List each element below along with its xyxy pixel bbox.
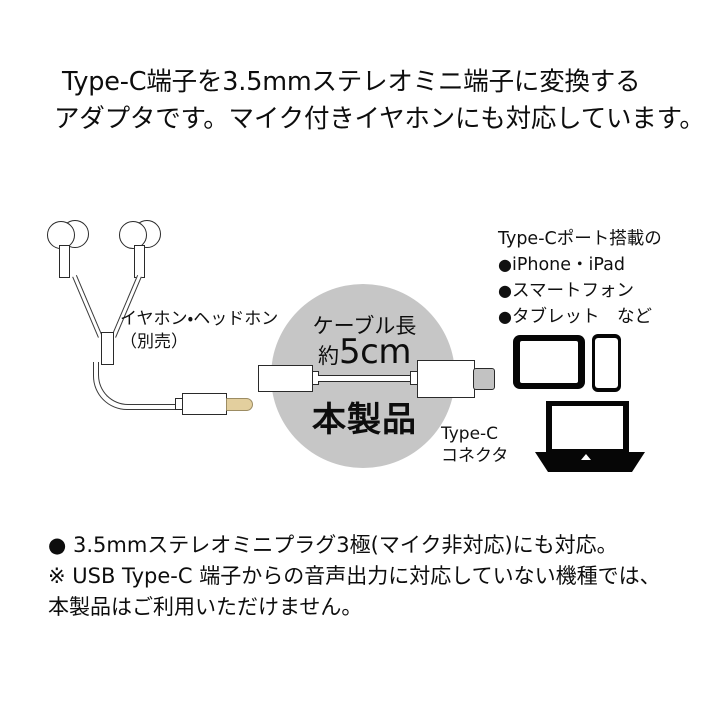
earbud-stem	[134, 245, 145, 278]
laptop-trackpad	[581, 454, 591, 460]
device-silhouettes	[500, 334, 680, 475]
plug-tip	[226, 398, 253, 411]
compatible-devices-list: Type-Cポート搭載の ●iPhone・iPad ●スマートフォン ●タブレッ…	[498, 226, 662, 330]
compatible-devices-heading: Type-Cポート搭載の	[498, 229, 662, 249]
diagram-stage: イヤホン・ヘッドホン （別売） ケーブル長 約5cm 本製品 Type-C コネ…	[0, 195, 713, 495]
tablet-icon	[513, 335, 585, 389]
cable-length-label: ケーブル長	[312, 314, 417, 338]
typec-connector-label: Type-C コネクタ	[441, 424, 509, 466]
headline-line-2: アダプタです。マイク付きイヤホンにも対応しています。	[54, 104, 705, 134]
list-item-label: タブレット など	[511, 307, 652, 327]
bullet-icon: ●	[498, 307, 512, 326]
list-item-label: iPhone・iPad	[511, 255, 626, 275]
bullet-icon: ●	[498, 281, 512, 300]
earphone-main-cable-inner	[98, 362, 191, 405]
bullet-icon: ●	[498, 255, 512, 274]
list-item: ●タブレット など	[498, 304, 662, 330]
footnote-line-3: 本製品はご利用いただけません。	[48, 595, 363, 619]
plug-barrel	[182, 393, 227, 415]
page-title: Type-C端子を3.5mmステレオミニ端子に変換する アダプタです。マイク付き…	[54, 64, 705, 138]
earphone-label-line-1: イヤホン・ヘッドホン	[120, 309, 279, 329]
earphone-label: イヤホン・ヘッドホン （別売）	[120, 308, 278, 354]
footnote-line-1: ● 3.5mmステレオミニプラグ3極(マイク非対応)にも対応。	[48, 533, 618, 557]
earphone-illustration	[45, 220, 253, 420]
smartphone-icon	[592, 334, 621, 392]
stereo-jack-housing	[258, 365, 313, 392]
usb-type-c-plug-icon	[417, 360, 475, 398]
adapter-cord	[318, 375, 416, 382]
list-item: ●スマートフォン	[498, 278, 662, 304]
product-name-label: 本製品	[312, 400, 417, 440]
cable-length-number: 5cm	[339, 332, 411, 372]
earphone-wire-left	[72, 275, 103, 338]
earbud-ring-front	[119, 221, 147, 249]
footnotes: ● 3.5mmステレオミニプラグ3極(マイク非対応)にも対応。 ※ USB Ty…	[48, 530, 688, 623]
earphone-label-line-2: （別売）	[120, 332, 188, 352]
cable-length-value: 約5cm	[287, 335, 442, 371]
typec-metal-tip	[473, 368, 495, 390]
list-item-label: スマートフォン	[511, 281, 634, 301]
cable-splitter	[101, 332, 114, 365]
headline-line-1: Type-C端子を3.5mmステレオミニ端子に変換する	[62, 67, 641, 97]
laptop-screen	[546, 401, 629, 452]
laptop-base	[535, 452, 645, 472]
laptop-icon	[535, 401, 645, 473]
list-item: ●iPhone・iPad	[498, 252, 662, 278]
footnote-line-2: ※ USB Type-C 端子からの音声出力に対応していない機種では、	[48, 564, 661, 588]
cable-length-prefix: 約	[318, 344, 340, 368]
earbud-stem	[59, 245, 70, 278]
